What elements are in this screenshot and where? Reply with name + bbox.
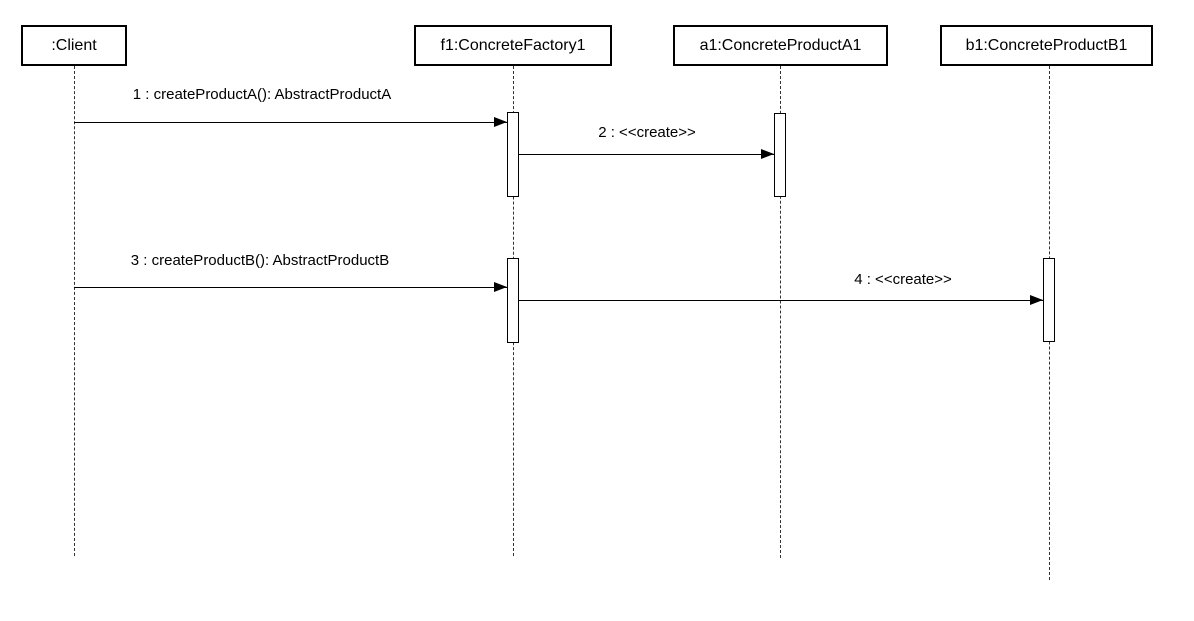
message-2-label: 2 : <<create>> <box>598 124 696 141</box>
lifeline-head-factory: f1:ConcreteFactory1 <box>414 25 612 66</box>
lifeline-label-factory: f1:ConcreteFactory1 <box>440 36 586 54</box>
lifeline-label-client: :Client <box>51 36 97 54</box>
message-1-arrowhead-icon <box>494 117 507 127</box>
lifeline-label-product-b1: b1:ConcreteProductB1 <box>965 36 1128 54</box>
activation-bar-product-a1 <box>774 113 786 197</box>
message-4-label: 4 : <<create>> <box>854 271 952 288</box>
activation-bar-product-b1 <box>1043 258 1055 342</box>
message-2-arrowhead-icon <box>761 149 774 159</box>
activation-bar-factory-1 <box>507 112 519 197</box>
lifeline-head-product-b1: b1:ConcreteProductB1 <box>940 25 1153 66</box>
lifeline-label-product-a1: a1:ConcreteProductA1 <box>699 36 862 54</box>
message-3-arrowhead-icon <box>494 282 507 292</box>
message-3-arrow-line <box>74 287 507 288</box>
lifeline-head-client: :Client <box>21 25 127 66</box>
activation-bar-factory-2 <box>507 258 519 343</box>
message-3-label: 3 : createProductB(): AbstractProductB <box>130 252 390 269</box>
message-4-arrow-line <box>519 300 1043 301</box>
lifeline-client <box>74 66 75 556</box>
lifeline-head-product-a1: a1:ConcreteProductA1 <box>673 25 888 66</box>
message-2-arrow-line <box>519 154 774 155</box>
message-1-label: 1 : createProductA(): AbstractProductA <box>132 86 392 103</box>
lifeline-product-a1 <box>780 66 781 558</box>
message-4-arrowhead-icon <box>1030 295 1043 305</box>
message-1-arrow-line <box>74 122 507 123</box>
